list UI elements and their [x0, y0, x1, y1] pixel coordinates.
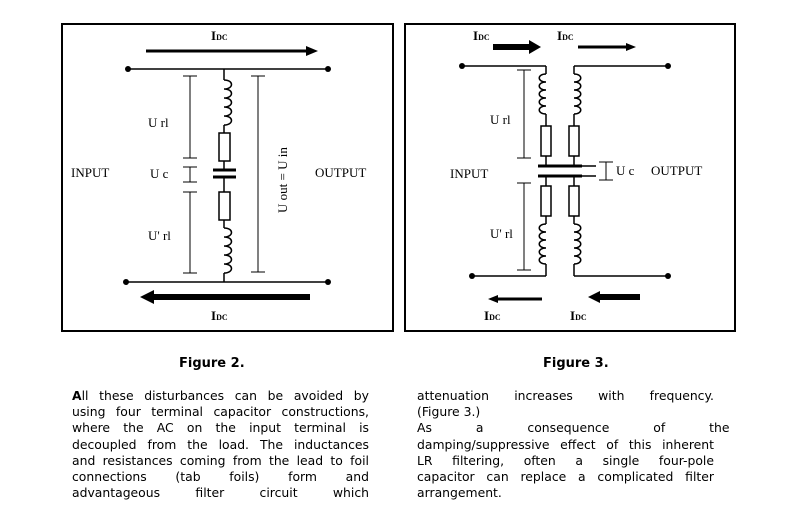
- central-branch: [213, 69, 236, 282]
- label-output: OUTPUT: [315, 165, 366, 180]
- label-uout: U out = U in: [275, 147, 290, 213]
- label-output: OUTPUT: [651, 163, 702, 178]
- idc-bottom-sub: DC: [216, 313, 228, 322]
- figure-3-caption: Figure 3.: [543, 356, 609, 371]
- label-urlp: U' rl: [490, 226, 513, 241]
- figure-3-diagram: IDC IDC IDC IDC: [404, 23, 736, 332]
- label-input: INPUT: [71, 165, 109, 180]
- dc-arrow-bottom: [152, 294, 310, 300]
- inductor-top: [223, 79, 233, 126]
- figure-3-frame: [404, 23, 736, 332]
- figure-2-caption: Figure 2.: [179, 356, 245, 371]
- dc-arrow-bottom-head: [140, 290, 154, 304]
- idc-top-left-label: IDC: [473, 28, 490, 43]
- text-right-line-3: As a consequence of the: [417, 420, 730, 436]
- idc-top-label: IDC: [211, 28, 228, 43]
- text-left-line-1: All these disturbances can be avoided by: [72, 388, 369, 403]
- idc-top-main: I: [211, 28, 216, 43]
- text-right-line-7: arrangement.: [417, 485, 502, 501]
- label-url: U rl: [490, 112, 511, 127]
- branch-left: [538, 66, 552, 276]
- inductor-bottom: [223, 227, 233, 274]
- text-left-line-5: and resistances coming from the lead to …: [72, 452, 369, 468]
- paragraph-right: attenuation increases with frequency. (F…: [417, 388, 730, 501]
- inductor-left-top: [538, 73, 547, 115]
- label-urlp: U' rl: [148, 228, 171, 243]
- drop-letter: A: [72, 388, 82, 403]
- text-right-line-6: capacitor can replace a complicated filt…: [417, 469, 714, 485]
- text-right-line-2: (Figure 3.): [417, 404, 481, 420]
- text-left-line-6: connections (tab foils) form and: [72, 469, 369, 485]
- text-left-line-3: where the AC on the input terminal is: [72, 420, 369, 436]
- top-right-terminal: [325, 66, 331, 72]
- text-left-line-2: using four terminal capacitor constructi…: [72, 404, 369, 420]
- idc-bottom-main: I: [211, 308, 216, 323]
- voltage-marker-right: [251, 75, 265, 273]
- top-left-terminal: [125, 66, 131, 72]
- paragraph-left: All these disturbances can be avoided by…: [72, 388, 369, 501]
- uc-marker: [599, 161, 613, 181]
- voltage-markers-left: [183, 75, 197, 274]
- dc-arrow-top-left: [493, 44, 529, 50]
- idc-top-right-label: IDC: [557, 28, 574, 43]
- text-right-line-4: damping/suppressive effect of this inher…: [417, 436, 714, 452]
- label-uc: U c: [616, 163, 635, 178]
- label-uc: U c: [150, 166, 169, 181]
- figure-2-diagram: IDC IDC: [61, 23, 394, 332]
- label-input: INPUT: [450, 166, 488, 181]
- text-right-line-5: LR filtering, often a single four-pole: [417, 452, 714, 468]
- voltage-markers-left: [517, 69, 531, 271]
- idc-top-sub: DC: [216, 33, 228, 42]
- resistor-top: [218, 132, 231, 162]
- resistor-bottom: [218, 191, 231, 221]
- idc-bottom-right-label: IDC: [570, 308, 587, 323]
- label-url: U rl: [148, 115, 169, 130]
- text-right-line-1: attenuation increases with frequency.: [417, 388, 714, 403]
- idc-bottom-label: IDC: [211, 308, 228, 323]
- text-left-line-7: advantageous filter circuit which: [72, 485, 369, 501]
- idc-bottom-left-label: IDC: [484, 308, 501, 323]
- dc-arrow-bottom-right: [600, 294, 640, 300]
- dc-arrow-top-head: [306, 46, 318, 56]
- inductor-right-bottom: [573, 223, 582, 265]
- bottom-left-terminal: [123, 279, 129, 285]
- figure-2-frame: [61, 23, 394, 332]
- inductor-left-bottom: [538, 223, 547, 265]
- bottom-right-terminal: [325, 279, 331, 285]
- branch-right: [568, 66, 582, 276]
- text-left-line-4: decoupled from the load. The inductances: [72, 436, 369, 452]
- inductor-right-top: [573, 73, 582, 115]
